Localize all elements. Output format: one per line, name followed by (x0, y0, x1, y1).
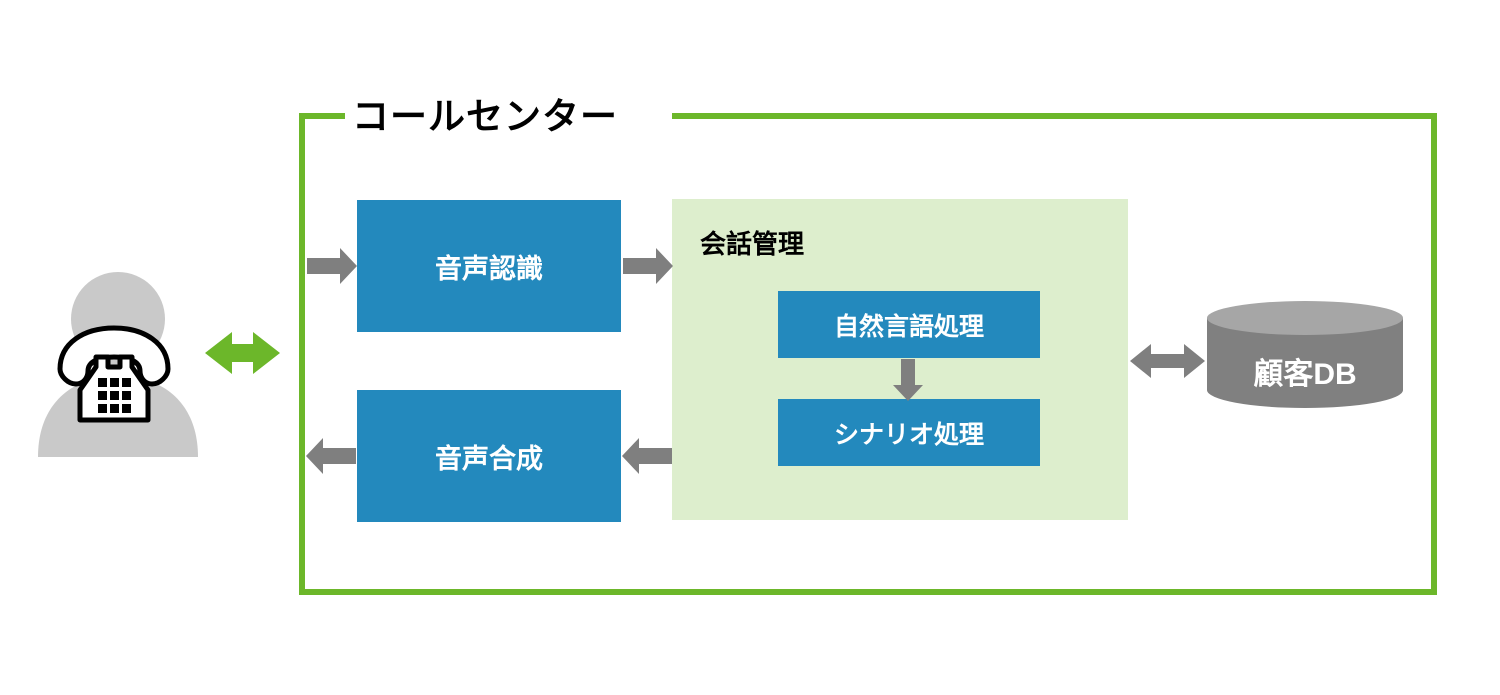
dialog-to-tts-arrow (622, 438, 672, 474)
customer-to-asr-arrow (307, 248, 357, 284)
tts-to-customer-arrow (306, 438, 356, 474)
natural-language-processing-block: 自然言語処理 (778, 291, 1040, 358)
speech-recognition-block: 音声認識 (357, 200, 621, 332)
asr-to-dialog-arrow (623, 248, 673, 284)
callcenter-frame-title: コールセンター (352, 96, 618, 137)
customer-db-label: 顧客DB (1253, 358, 1357, 391)
scenario-processing-block: シナリオ処理 (778, 399, 1040, 466)
telephone-keypad-icon (98, 378, 131, 413)
customer-link-arrow (205, 332, 280, 374)
customer-db-cylinder-icon (1207, 301, 1403, 408)
dialog-to-db-arrow (1130, 344, 1205, 378)
callcenter-frame-left-edge (299, 113, 305, 595)
dialog-management-label: 会話管理 (700, 229, 805, 259)
customer-person-icon (38, 272, 198, 457)
callcenter-frame-top-right-segment (672, 113, 1437, 119)
callcenter-frame-right-edge (1431, 113, 1437, 595)
speech-synthesis-block: 音声合成 (357, 390, 621, 522)
callcenter-frame-top-left-segment (299, 113, 345, 119)
callcenter-frame-bottom-edge (299, 589, 1437, 595)
